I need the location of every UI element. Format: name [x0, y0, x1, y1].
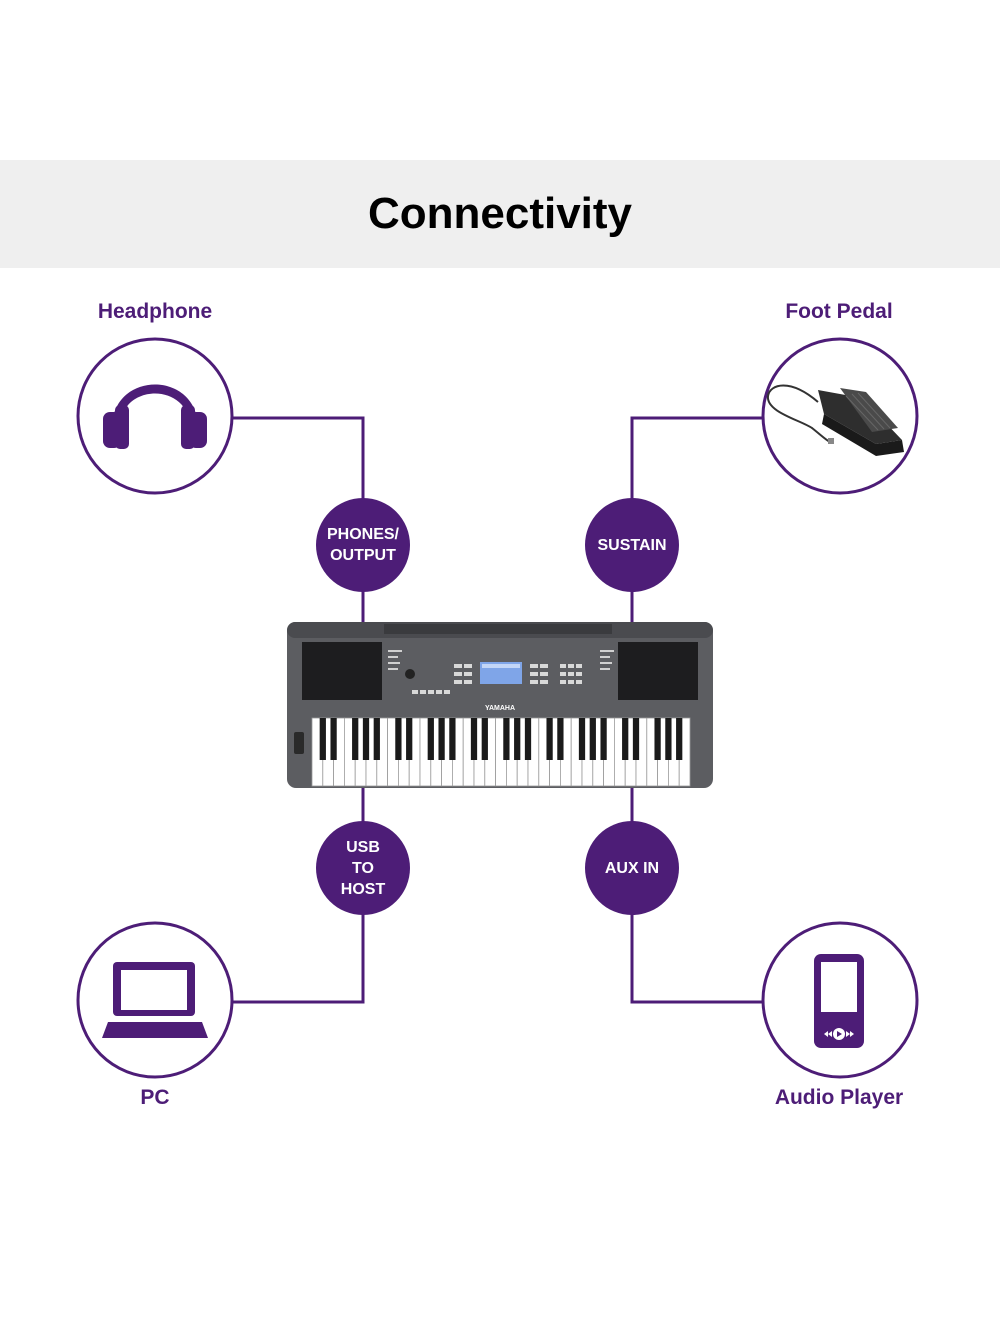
headphone-circle: [76, 337, 234, 495]
control-buttons: [412, 664, 582, 694]
audio-player-icon: [814, 954, 864, 1048]
black-key: [470, 718, 478, 760]
phones-output-line-1: PHONES/: [326, 526, 399, 543]
black-key: [578, 718, 586, 760]
black-key: [319, 718, 326, 760]
black-keys: [319, 718, 683, 760]
volume-knob: [405, 669, 415, 679]
black-key: [438, 718, 445, 760]
black-key: [362, 718, 370, 760]
black-key: [352, 718, 359, 760]
black-key: [503, 718, 510, 760]
page-title: Connectivity: [367, 189, 633, 238]
sustain-line-1: SUSTAIN: [597, 537, 667, 554]
black-key: [427, 718, 434, 760]
black-key: [395, 718, 402, 760]
black-key: [514, 718, 521, 760]
black-key: [406, 718, 413, 760]
port-aux-in: [585, 821, 679, 915]
black-key: [449, 718, 456, 760]
pitch-wheel: [294, 732, 304, 754]
port-usb-to-host: [316, 821, 410, 915]
foot-pedal-icon: [767, 384, 904, 456]
brand-logo: YAMAHA: [485, 705, 515, 712]
black-key: [622, 718, 629, 760]
usb-to-host-label: USB TO HOST: [316, 837, 410, 900]
laptop-icon: [102, 962, 208, 1038]
black-key: [654, 718, 661, 760]
foot-pedal-label: Foot Pedal: [785, 300, 893, 323]
aux-in-line-1: AUX IN: [604, 860, 660, 877]
title-banner: [0, 160, 1000, 268]
aux-in-label: AUX IN: [585, 858, 679, 879]
sustain-label: SUSTAIN: [585, 535, 679, 556]
pc-label: PC: [140, 1086, 170, 1109]
headphone-icon: [103, 384, 207, 449]
speaker-right: [618, 642, 698, 700]
headphone-label: Headphone: [97, 300, 213, 323]
audio-player-label: Audio Player: [774, 1086, 904, 1109]
black-key: [589, 718, 596, 760]
black-key: [665, 718, 672, 760]
phones-output-label: PHONES/ OUTPUT: [316, 524, 410, 566]
usb-to-host-line-2: TO: [352, 860, 374, 877]
port-sustain: [585, 498, 679, 592]
black-key: [632, 718, 640, 760]
usb-to-host-line-3: HOST: [340, 881, 386, 898]
keyboard-image: YAMAHA: [287, 622, 713, 788]
keyboard-text: [388, 650, 614, 670]
phones-output-line-2: OUTPUT: [330, 547, 396, 564]
black-key: [557, 718, 564, 760]
black-key: [600, 718, 607, 760]
port-phones-output: [316, 498, 410, 592]
black-key: [373, 718, 380, 760]
speaker-left: [302, 642, 382, 700]
usb-to-host-line-1: USB: [346, 839, 380, 856]
black-key: [524, 718, 532, 760]
black-key: [481, 718, 488, 760]
black-key: [676, 718, 683, 760]
black-key: [546, 718, 553, 760]
black-key: [330, 718, 337, 760]
